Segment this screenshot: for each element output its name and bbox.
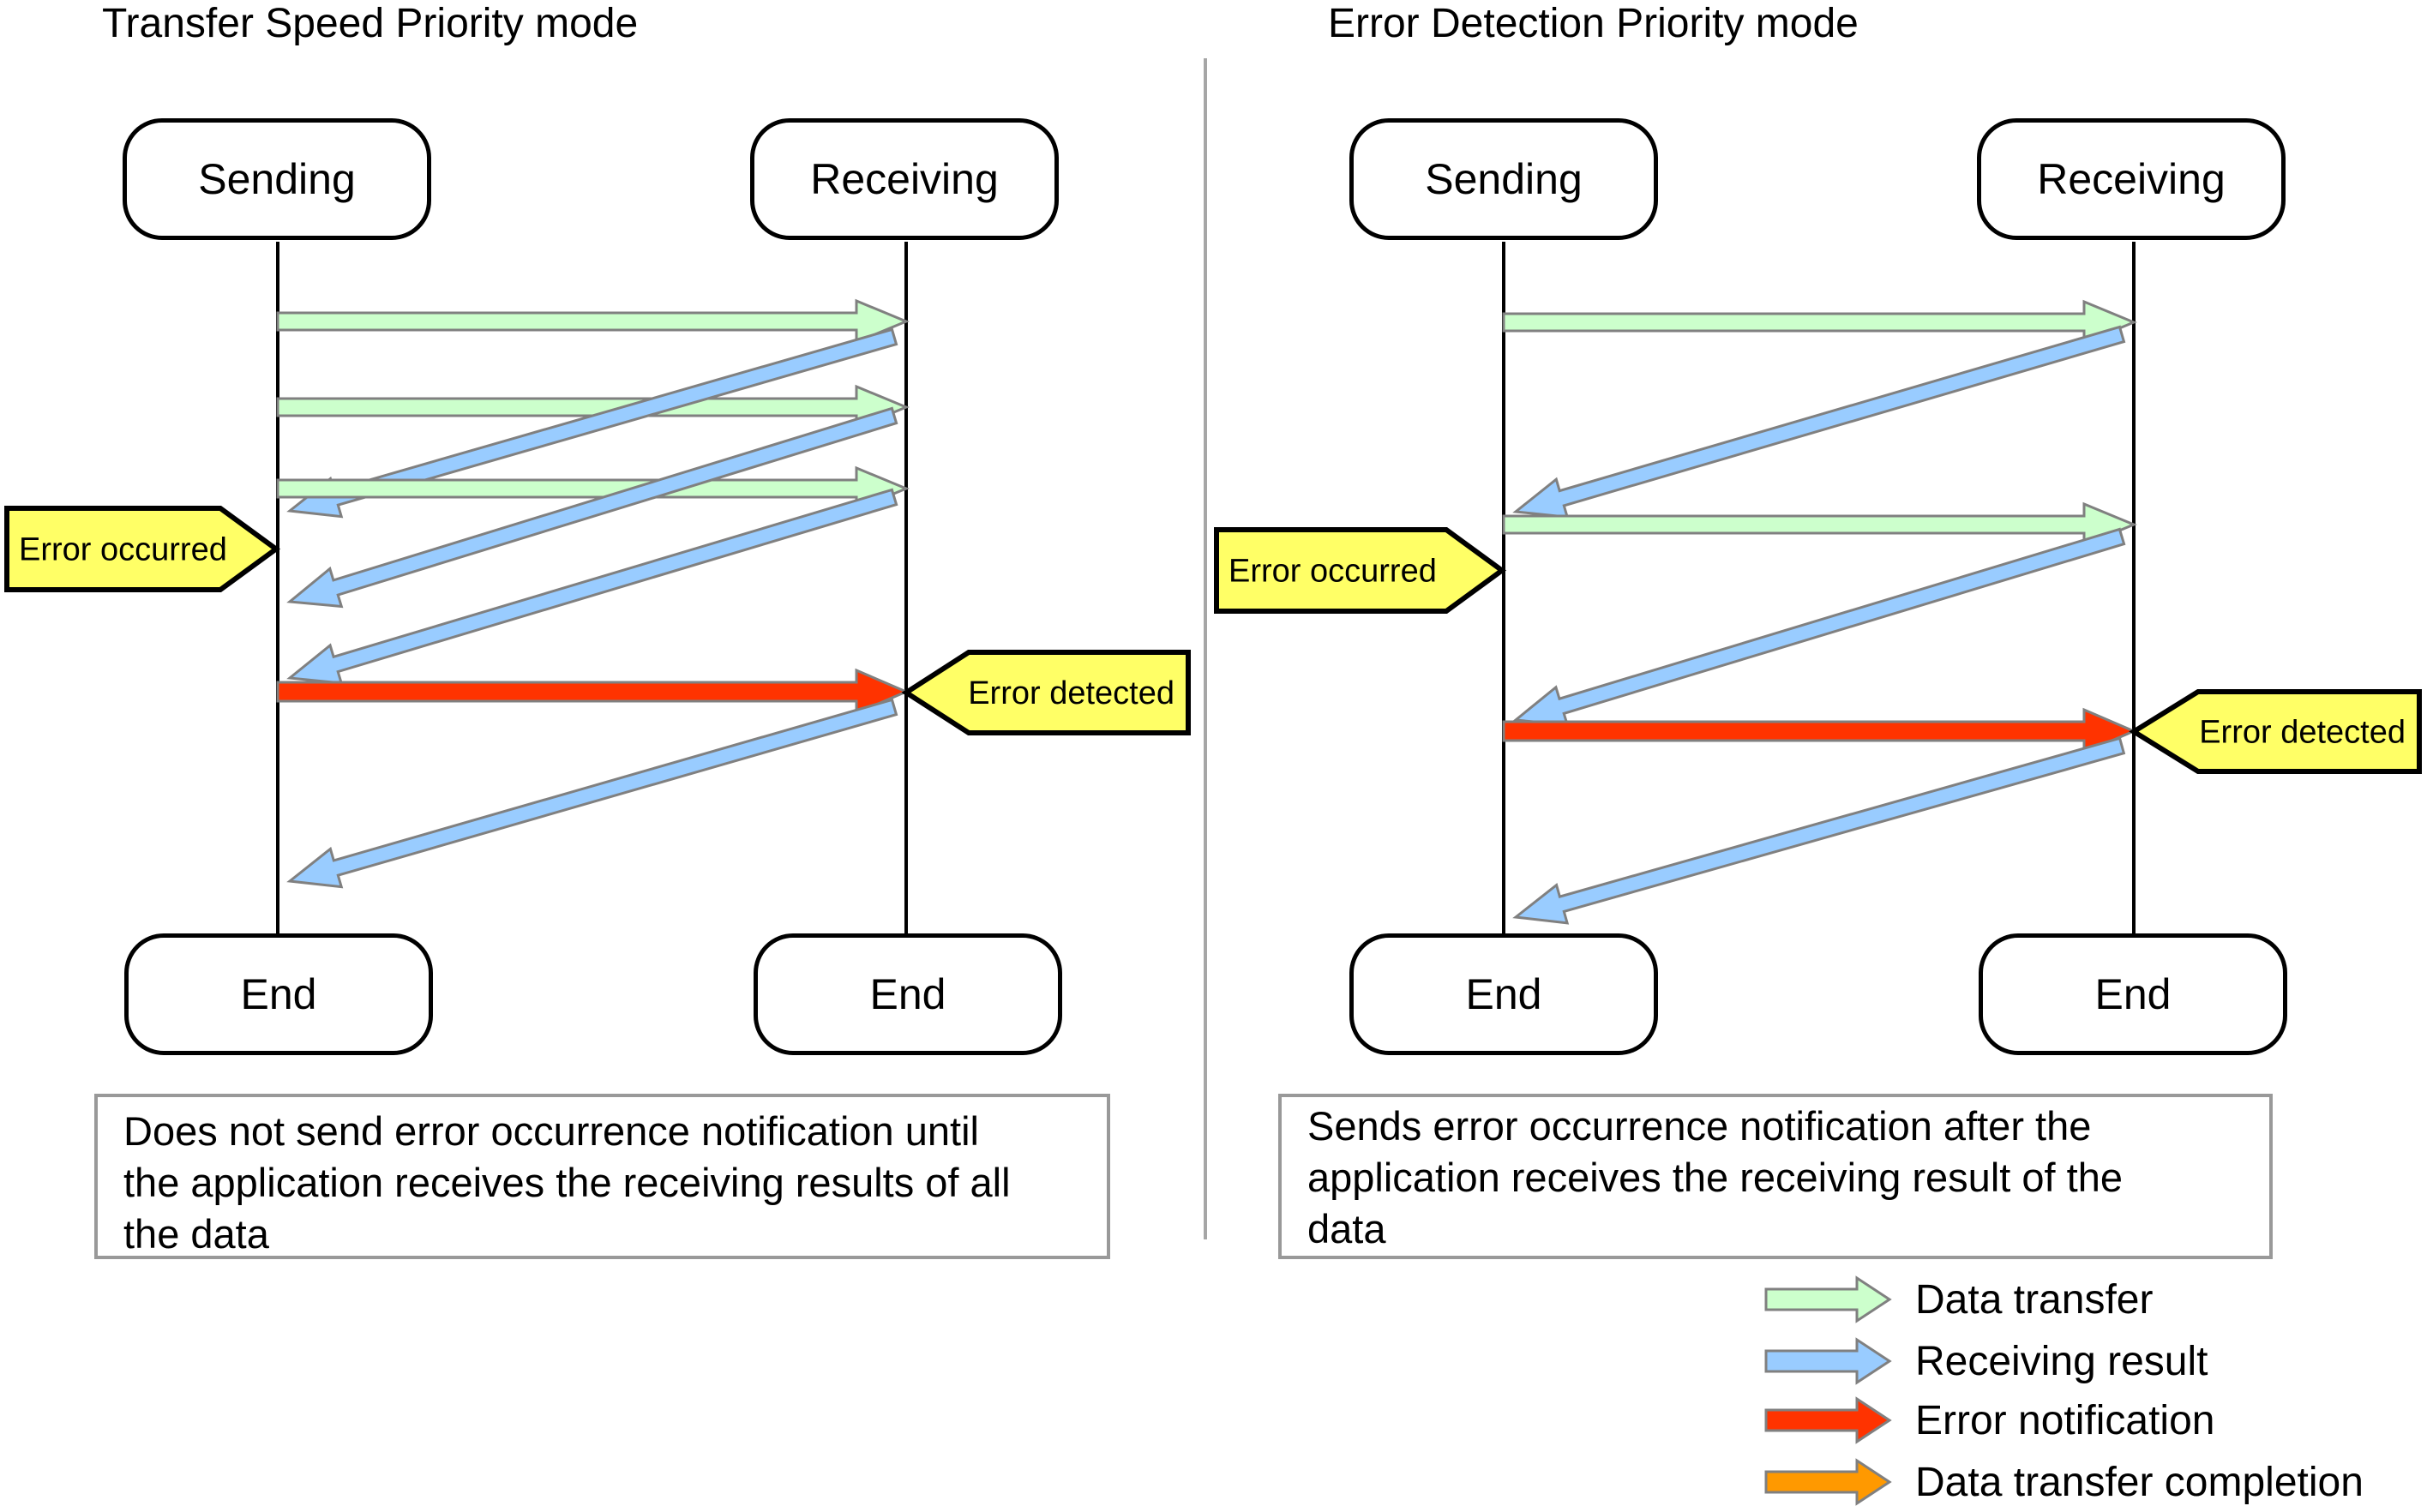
callout-label: Error occurred [1229,554,1437,590]
node-label: Sending [1425,155,1583,203]
legend-arrow-error-notification-icon [1764,1396,1892,1444]
node-label: Receiving [2037,155,2226,203]
callout-error-occurred: Error occurred [4,506,281,592]
node-receiving-left: Receiving [750,118,1059,240]
node-end-sending-right: End [1349,933,1658,1055]
legend-label: Data transfer [1915,1276,2154,1323]
description-line: the application receives the receiving r… [123,1160,1011,1205]
panel-title-error-detection: Error Detection Priority mode [1328,1,1859,46]
arrow-error-notification [276,668,910,716]
node-end-receiving-left: End [754,933,1062,1055]
panel-title-transfer-speed: Transfer Speed Priority mode [102,1,639,46]
node-end-sending-left: End [124,933,433,1055]
description-line: the data [123,1211,269,1257]
callout-shape [901,650,1191,735]
arrow-receiving-result [1512,527,2126,727]
node-receiving-right: Receiving [1977,118,2286,240]
description-line: application receives the receiving resul… [1307,1155,2123,1200]
callout-error-detected: Error detected [901,650,1191,735]
node-sending-right: Sending [1349,118,1658,240]
callout-label: Error occurred [19,532,227,568]
description-box-error-detection: Sends error occurrence notification afte… [1278,1094,2273,1259]
node-label: End [2094,970,2172,1018]
arrow-receiving-result [286,488,898,685]
legend-label: Error notification [1915,1397,2215,1443]
legend-label: Data transfer completion [1915,1459,2364,1505]
panel-divider [1204,58,1207,1239]
description-line: Does not send error occurrence notificat… [123,1108,979,1154]
callout-shape [2129,689,2422,774]
legend-arrow-data-transfer-completion-icon [1764,1458,1892,1506]
callout-shape [1214,527,1507,614]
node-label: Receiving [810,155,999,203]
description-line: data [1307,1206,1386,1251]
arrow-data-transfer [276,384,910,430]
node-sending-left: Sending [123,118,431,240]
arrow-error-notification [1502,707,2137,755]
callout-label: Error detected [2199,715,2406,751]
legend-label: Receiving result [1915,1338,2208,1384]
callout-label: Error detected [968,675,1174,711]
node-label: Sending [198,155,356,203]
arrow-data-transfer [276,298,910,345]
arrow-receiving-result [1512,736,2126,925]
node-label: End [240,970,317,1018]
arrow-receiving-result [286,406,898,609]
arrow-receiving-result [286,698,898,889]
node-label: End [869,970,946,1018]
node-label: End [1465,970,1542,1018]
arrow-data-transfer [1502,501,2137,548]
arrow-receiving-result [1512,325,2126,519]
callout-shape [4,506,281,592]
callout-error-occurred: Error occurred [1214,527,1507,614]
callout-error-detected: Error detected [2129,689,2422,774]
description-line: Sends error occurrence notification afte… [1307,1103,2092,1149]
description-box-transfer-speed: Does not send error occurrence notificat… [94,1094,1110,1259]
legend-arrow-receiving-result-icon [1764,1337,1892,1385]
arrow-data-transfer [1502,299,2137,345]
legend-arrow-data-transfer-icon [1764,1275,1892,1323]
node-end-receiving-right: End [1979,933,2287,1055]
